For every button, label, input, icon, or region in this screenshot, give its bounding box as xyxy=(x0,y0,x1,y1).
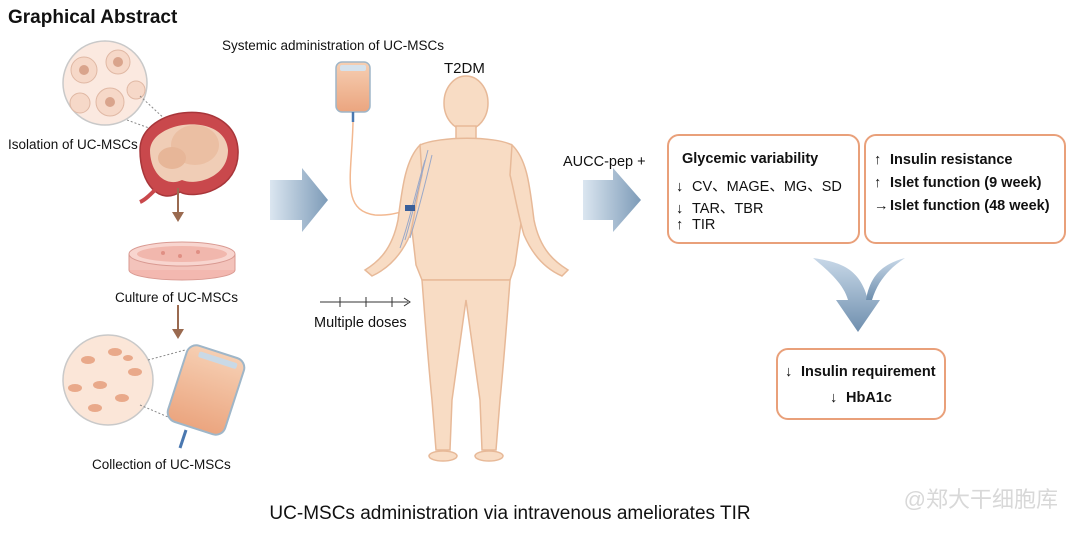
insulin-row: ↑ Islet function (9 week) xyxy=(874,175,1041,191)
glycemic-row: ↓ CV、MAGE、MG、SD xyxy=(676,175,842,196)
down-arrow-icon: ↓ xyxy=(830,390,838,406)
up-arrow-icon: ↑ xyxy=(874,175,882,191)
flow-arrow-1-icon xyxy=(172,188,184,222)
placenta-icon xyxy=(139,111,239,204)
page-title: Graphical Abstract xyxy=(8,7,178,28)
insulin-row-text: Islet function (48 week) xyxy=(890,198,1050,214)
glycemic-row-text: TAR、TBR xyxy=(692,201,764,217)
arm-vessels-icon xyxy=(399,149,433,249)
up-arrow-icon: ↑ xyxy=(676,217,684,233)
right-arrow-icon: → xyxy=(874,198,889,214)
insulin-islet-box: ↑ Insulin resistance ↑ Islet function (9 w… xyxy=(864,134,1066,244)
outcome-box: ↓ Insulin requirement ↓ HbA1c xyxy=(776,348,946,420)
insulin-row-text: Islet function (9 week) xyxy=(890,175,1042,191)
petri-dish-icon xyxy=(128,241,236,281)
glycemic-row-text: CV、MAGE、MG、SD xyxy=(692,179,842,195)
iv-bag-small-icon xyxy=(335,61,411,216)
glycemic-row: ↑ TIR xyxy=(676,217,715,233)
down-arrow-icon: ↓ xyxy=(785,364,793,380)
insulin-row: ↑ Insulin resistance xyxy=(874,152,1013,168)
catheter-icon xyxy=(405,205,415,211)
culture-label: Culture of UC-MSCs xyxy=(115,290,239,305)
collected-cells-magnified-icon xyxy=(62,334,186,426)
big-arrow-2-icon xyxy=(583,168,641,232)
multiple-doses-label: Multiple doses xyxy=(314,315,407,331)
cell-culture-magnified-icon xyxy=(62,40,169,133)
insulin-row: →Islet function (48 week) xyxy=(874,198,1050,214)
human-body-icon xyxy=(363,75,570,462)
systemic-administration-label: Systemic administration of UC-MSCs xyxy=(222,38,445,53)
merge-arrow-icon xyxy=(813,258,905,332)
glycemic-variability-box: Glycemic variability ↓ CV、MAGE、MG、SD ↓ TAR… xyxy=(667,134,860,244)
doses-timeline-icon xyxy=(320,297,411,307)
outcome-row: ↓ Insulin requirement xyxy=(785,364,936,380)
isolation-label: Isolation of UC-MSCs xyxy=(8,137,138,152)
down-arrow-icon: ↓ xyxy=(676,179,684,195)
outcome-row-text: Insulin requirement xyxy=(801,364,936,380)
glycemic-variability-heading: Glycemic variability xyxy=(682,151,819,167)
insulin-row-text: Insulin resistance xyxy=(890,152,1013,168)
aucc-pep-label: AUCC-pep + xyxy=(563,154,646,170)
glycemic-row: ↓ TAR、TBR xyxy=(676,197,763,218)
t2dm-label: T2DM xyxy=(444,60,485,77)
flow-arrow-2-icon xyxy=(172,305,184,339)
outcome-row: ↓ HbA1c xyxy=(830,390,892,406)
big-arrow-1-icon xyxy=(270,168,328,232)
iv-bag-large-icon xyxy=(166,344,246,449)
collection-label: Collection of UC-MSCs xyxy=(92,457,231,472)
up-arrow-icon: ↑ xyxy=(874,152,882,168)
figure-caption: UC-MSCs administration via intravenous a… xyxy=(269,503,751,524)
glycemic-row-text: TIR xyxy=(692,217,716,233)
watermark: @郑大干细胞库 xyxy=(903,487,1058,512)
down-arrow-icon: ↓ xyxy=(676,201,684,217)
outcome-row-text: HbA1c xyxy=(846,390,892,406)
